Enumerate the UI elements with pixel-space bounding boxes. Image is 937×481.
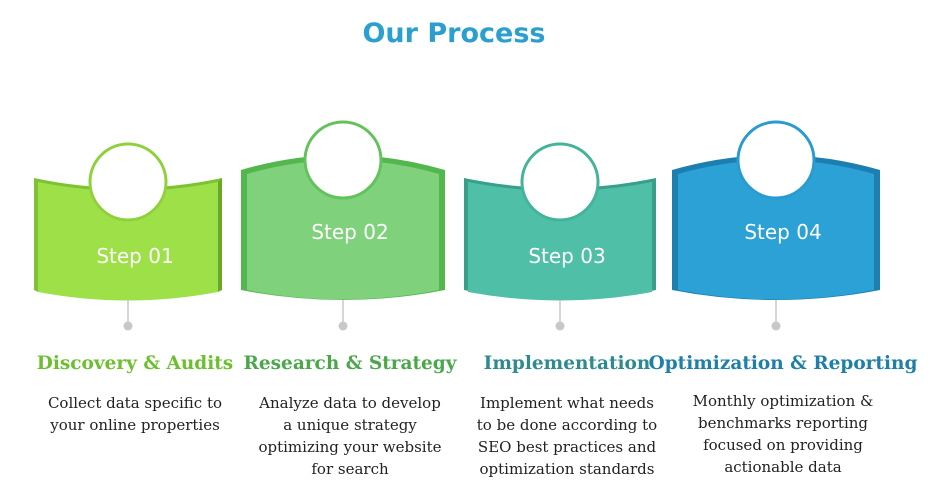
step-description-3: Implement what needs to be done accordin… bbox=[476, 394, 658, 478]
step-heading-2: Research & Strategy bbox=[243, 353, 457, 374]
step-card-4: Step 04 Optimization & Reporting Monthly… bbox=[649, 0, 917, 481]
step-heading-4: Optimization & Reporting bbox=[648, 353, 918, 374]
page-title: Our Process bbox=[362, 18, 546, 49]
step-card-3: Step 03 Implementation Implement what ne… bbox=[452, 0, 682, 481]
connector-dot-3 bbox=[555, 321, 565, 331]
step-banner-2 bbox=[241, 120, 445, 331]
step-description-4: Monthly optimization & benchmarks report… bbox=[692, 392, 874, 476]
connector-dot-4 bbox=[771, 321, 781, 331]
step-banner-1 bbox=[34, 142, 222, 331]
step-card-2: Step 02 Research & Strategy Analyze data… bbox=[235, 0, 465, 481]
step-description-2: Analyze data to develop a unique strateg… bbox=[258, 394, 442, 478]
step-card-1: Step 01 Discovery & Audits Collect data … bbox=[20, 0, 250, 481]
step-circle-3 bbox=[520, 142, 600, 222]
step-heading-1: Discovery & Audits bbox=[36, 353, 234, 374]
step-label-2: Step 02 bbox=[311, 220, 389, 244]
connector-dot-1 bbox=[123, 321, 133, 331]
step-heading-3: Implementation bbox=[483, 353, 651, 374]
step-description-1: Collect data specific to your online pro… bbox=[47, 394, 223, 434]
step-circle-2 bbox=[303, 120, 383, 200]
step-banner-4 bbox=[672, 120, 880, 331]
step-label-4: Step 04 bbox=[744, 220, 822, 244]
connector-dot-2 bbox=[338, 321, 348, 331]
step-circle-1 bbox=[88, 142, 168, 222]
step-label-1: Step 01 bbox=[96, 244, 174, 268]
step-label-3: Step 03 bbox=[528, 244, 606, 268]
step-banner-3 bbox=[464, 142, 656, 331]
step-circle-4 bbox=[736, 120, 816, 200]
